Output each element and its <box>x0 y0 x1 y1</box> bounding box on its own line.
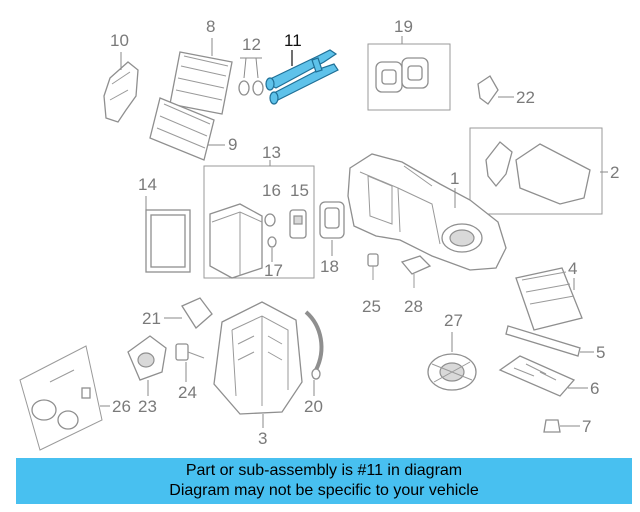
callout-22: 22 <box>516 88 535 107</box>
callout-26: 26 <box>112 397 131 416</box>
banner-line-1: Part or sub-assembly is #11 in diagram <box>185 462 463 479</box>
part-21-module[interactable] <box>181 297 213 329</box>
callout-1: 1 <box>450 169 459 188</box>
callout-21: 21 <box>142 309 161 328</box>
part-8-filter[interactable] <box>169 51 233 115</box>
callout-6: 6 <box>590 379 599 398</box>
part-10-bracket[interactable] <box>103 61 139 123</box>
callout-16: 16 <box>262 181 281 200</box>
callout-9: 9 <box>228 135 237 154</box>
callout-5: 5 <box>596 343 605 362</box>
callout-20: 20 <box>304 397 323 416</box>
part-13-core[interactable] <box>209 203 263 279</box>
part-16-seal[interactable] <box>264 213 276 227</box>
part-5-strip[interactable] <box>505 325 581 357</box>
banner-line-2: Diagram may not be specific to your vehi… <box>169 482 479 499</box>
callout-14: 14 <box>138 175 157 194</box>
part-28-bracket[interactable] <box>400 255 432 288</box>
callout-18: 18 <box>320 257 339 276</box>
part-23-actuator[interactable] <box>127 335 167 381</box>
part-6-plate[interactable] <box>498 355 576 397</box>
info-banner: Part or sub-assembly is #11 in diagram D… <box>16 458 632 504</box>
callout-2: 2 <box>610 163 619 182</box>
part-20-hose[interactable] <box>304 310 324 380</box>
part-9-evaporator[interactable] <box>149 97 215 161</box>
callout-28: 28 <box>404 297 423 316</box>
part-13-box <box>203 165 315 279</box>
part-25-fastener[interactable] <box>367 253 379 280</box>
part-1-housing[interactable] <box>347 153 507 271</box>
callout-25: 25 <box>362 297 381 316</box>
callout-27: 27 <box>444 311 463 330</box>
part-15-valve[interactable] <box>289 209 307 239</box>
part-17-ring[interactable] <box>267 236 277 248</box>
callout-13: 13 <box>262 143 281 162</box>
part-24-sensor[interactable] <box>175 343 205 361</box>
part-18-actuator[interactable] <box>319 201 345 239</box>
callout-12: 12 <box>242 35 261 54</box>
part-3-lower-housing[interactable] <box>213 301 303 415</box>
callout-4: 4 <box>568 259 577 278</box>
part-22-clip[interactable] <box>477 75 499 105</box>
callout-17: 17 <box>264 261 283 280</box>
callout-7: 7 <box>582 417 591 436</box>
part-27-blower-motor[interactable] <box>427 353 477 391</box>
part-12-o-rings[interactable] <box>238 80 264 96</box>
part-7-nut[interactable] <box>543 419 561 433</box>
callout-11: 11 <box>284 31 302 50</box>
callout-23: 23 <box>138 397 157 416</box>
part-4-filter[interactable] <box>515 267 583 331</box>
callout-8: 8 <box>206 17 215 36</box>
callout-19: 19 <box>394 17 413 36</box>
part-26-kit[interactable] <box>19 345 103 451</box>
callout-24: 24 <box>178 383 197 402</box>
callout-3: 3 <box>258 429 267 448</box>
part-14-filter[interactable] <box>145 209 191 273</box>
callout-10: 10 <box>110 31 129 50</box>
part-19-seals[interactable] <box>367 43 451 111</box>
part-11-heater-pipes[interactable] <box>265 49 339 105</box>
callout-15: 15 <box>290 181 309 200</box>
part-2-cover[interactable] <box>469 127 603 215</box>
